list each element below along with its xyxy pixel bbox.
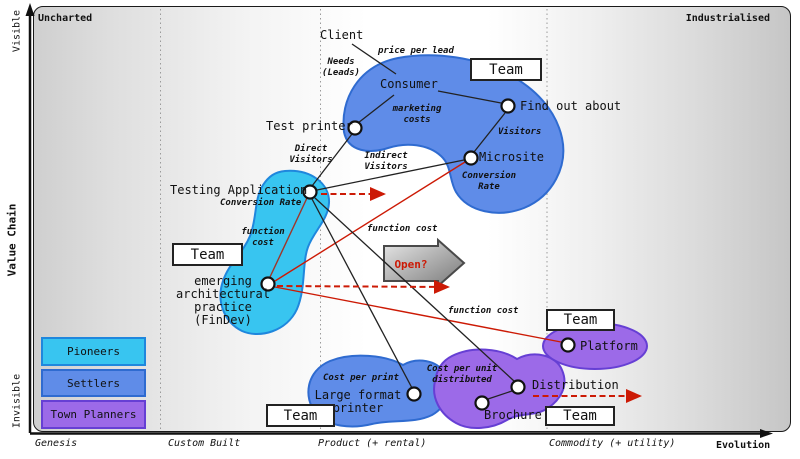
label-find-out-about: Find out about: [520, 99, 622, 113]
stage-product: Product (+ rental): [318, 438, 427, 449]
node-brochure: [474, 395, 490, 411]
edge-consumer-findout: [437, 90, 502, 104]
node-testing-application: [302, 184, 318, 200]
stage-genesis: Genesis: [35, 438, 78, 449]
edge-client-consumer: [351, 43, 397, 75]
legend-pioneers-label: Pioneers: [67, 345, 120, 358]
component-nodes: [260, 98, 576, 411]
label-consumer: Consumer: [380, 77, 438, 91]
flow-indirect-visitors: Indirect Visitors: [364, 151, 408, 172]
label-emerging-practice: emerging architectural practice (FinDev): [176, 274, 270, 327]
y-axis-arrow: [25, 3, 35, 16]
team-label: Team: [283, 407, 318, 424]
region-industrialised: Industrialised: [685, 13, 770, 24]
team-label: Team: [563, 408, 597, 424]
settlers-blob-web: [342, 54, 565, 214]
edge-testingapp-distribution: [314, 197, 515, 382]
pioneers-blob: [219, 169, 331, 335]
legend-settlers: Settlers: [41, 369, 146, 397]
flow-marketing-costs: marketing costs: [392, 104, 442, 125]
label-testing-application: Testing Application: [170, 183, 308, 197]
edge-testingapp-largeformat: [311, 198, 413, 389]
team-label: Team: [489, 61, 523, 78]
edge-emerging-platform: [274, 286, 562, 343]
label-large-format-printer: Large format printer: [314, 388, 402, 415]
x-axis-arrow: [760, 429, 773, 438]
team-label: Team: [190, 246, 225, 263]
node-platform: [560, 337, 576, 353]
flow-direct-visitors: Direct Visitors: [289, 144, 333, 165]
legend-settlers-label: Settlers: [67, 376, 120, 390]
flow-price-per-lead: price per lead: [378, 46, 454, 56]
region-uncharted: Uncharted: [38, 13, 93, 24]
label-platform: Platform: [580, 339, 638, 353]
legend-pioneers: Pioneers: [41, 337, 146, 366]
movement-arrows: [276, 187, 642, 403]
y-axis-visible-label: Visible: [11, 9, 23, 53]
stage-commodity: Commodity (+ utility): [549, 438, 676, 449]
team-box-web: Team: [470, 58, 542, 81]
edge-microsite-testingapp: [316, 159, 465, 191]
movement-emerging: [276, 279, 450, 294]
label-distribution: Distribution: [532, 378, 619, 392]
edge-consumer-testprinter: [357, 94, 395, 124]
dependency-edges: [311, 43, 515, 400]
team-box-pioneers: Team: [172, 243, 243, 266]
label-brochure: Brochure: [484, 408, 542, 422]
node-microsite: [463, 150, 479, 166]
y-axis-title: Value Chain: [5, 203, 19, 277]
stage-custom-built: Custom Built: [168, 438, 241, 449]
node-emerging-practice: [260, 276, 276, 292]
edge-testingapp-emerging: [269, 197, 308, 278]
flow-conversion-rate-testingapp: Conversion Rate: [220, 198, 302, 208]
flow-needs-leads: Needs (Leads): [322, 57, 360, 78]
flow-visitors: Visitors: [498, 127, 542, 137]
team-box-printer: Team: [266, 404, 335, 427]
node-large-format-printer: [406, 386, 422, 402]
team-box-distribution: Team: [545, 406, 615, 426]
team-box-platform: Team: [546, 309, 615, 331]
edge-microsite-emerging: [274, 161, 466, 282]
flow-function-cost-pioneers: function cost: [241, 227, 285, 248]
node-test-printer: [347, 120, 363, 136]
town-planners-blob: [433, 348, 566, 429]
edge-testprinter-testingapp: [311, 133, 353, 187]
legend-town-planners: Town Planners: [41, 400, 146, 429]
open-block-arrow: [383, 237, 466, 289]
label-test-printer: Test printer: [266, 119, 353, 133]
node-find-out-about: [500, 98, 516, 114]
node-distribution: [510, 379, 526, 395]
team-label: Team: [563, 312, 598, 328]
edge-brochure-distribution: [487, 390, 513, 400]
legend-town-planners-label: Town Planners: [50, 408, 137, 421]
flow-function-cost-mid: function cost: [367, 224, 438, 234]
x-axis-title: Evolution: [716, 440, 771, 451]
flow-conversion-rate-microsite: Conversion Rate: [461, 171, 517, 192]
label-client: Client: [320, 28, 364, 42]
flow-function-cost-platform: function cost: [448, 306, 519, 316]
edge-findout-microsite: [473, 112, 506, 153]
y-axis-invisible-label: Invisible: [11, 373, 23, 429]
flow-cost-per-unit: Cost per unit distributed: [426, 364, 498, 385]
flow-cost-per-print: Cost per print: [323, 373, 399, 383]
label-microsite: Microsite: [479, 150, 545, 164]
open-question-label: Open?: [394, 258, 428, 271]
